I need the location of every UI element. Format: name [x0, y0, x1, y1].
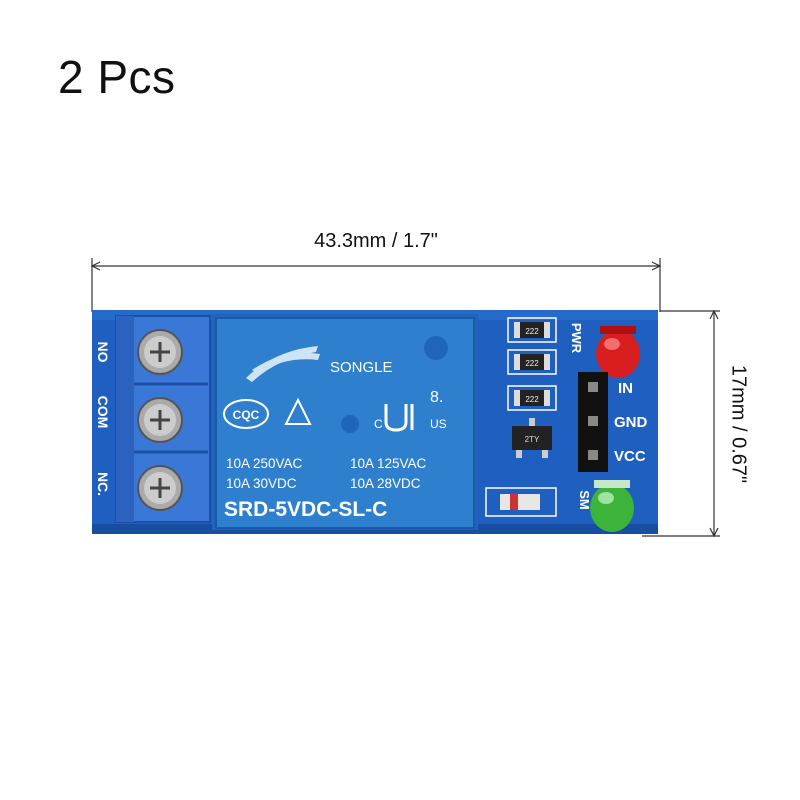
relay-rating-code: 8. [430, 389, 443, 406]
cqc-certification-icon: CQC [223, 399, 269, 429]
pin-label-in: IN [618, 380, 633, 397]
terminal-label-no: NO [95, 342, 111, 363]
height-dimension-line [642, 309, 720, 538]
relay-rating-line-2: 10A 125VAC [350, 456, 427, 471]
relay-model: SRD-5VDC-SL-C [224, 498, 387, 521]
warning-triangle-icon [284, 397, 312, 425]
screw-icon [137, 397, 183, 443]
led-label-sm: SM [577, 490, 592, 510]
led-label-pwr: PWR [569, 323, 584, 354]
svg-text:CQC: CQC [233, 408, 260, 422]
ul-certification-icon: C US [374, 404, 447, 432]
pin-header [578, 372, 608, 472]
smd-resistor: 222 [507, 385, 557, 411]
relay-brand: SONGLE [330, 359, 393, 376]
pin-label-vcc: VCC [614, 448, 646, 465]
screw-icon [137, 465, 183, 511]
smd-transistor: 2TY [512, 418, 552, 458]
terminal-label-nc: NC. [95, 472, 111, 496]
screw-icon [137, 329, 183, 375]
relay-rating-line-3: 10A 30VDC [226, 476, 297, 491]
songle-logo-icon [246, 346, 320, 382]
width-dimension-label: 43.3mm / 1.7" [314, 230, 438, 252]
width-dimension-line [90, 258, 662, 312]
svg-text:222: 222 [525, 395, 539, 404]
svg-text:C: C [374, 417, 383, 431]
svg-text:222: 222 [525, 359, 539, 368]
smd-resistor: 222 [507, 317, 557, 343]
quantity-label: 2 Pcs [58, 51, 176, 103]
diode [485, 487, 557, 517]
screw-terminal-block [115, 315, 211, 523]
svg-text:US: US [430, 417, 447, 431]
svg-text:2TY: 2TY [525, 435, 540, 444]
smd-resistor: 222 [507, 349, 557, 375]
relay-component: SONGLE 8. CQC C US 10A 250VAC 10A 125VAC… [212, 314, 478, 530]
relay-rating-line-1: 10A 250VAC [226, 456, 303, 471]
relay-rating-line-4: 10A 28VDC [350, 476, 421, 491]
pin-label-gnd: GND [614, 414, 648, 431]
svg-text:222: 222 [525, 327, 539, 336]
status-led [590, 480, 634, 532]
power-led [596, 326, 640, 378]
terminal-label-com: COM [95, 396, 111, 429]
